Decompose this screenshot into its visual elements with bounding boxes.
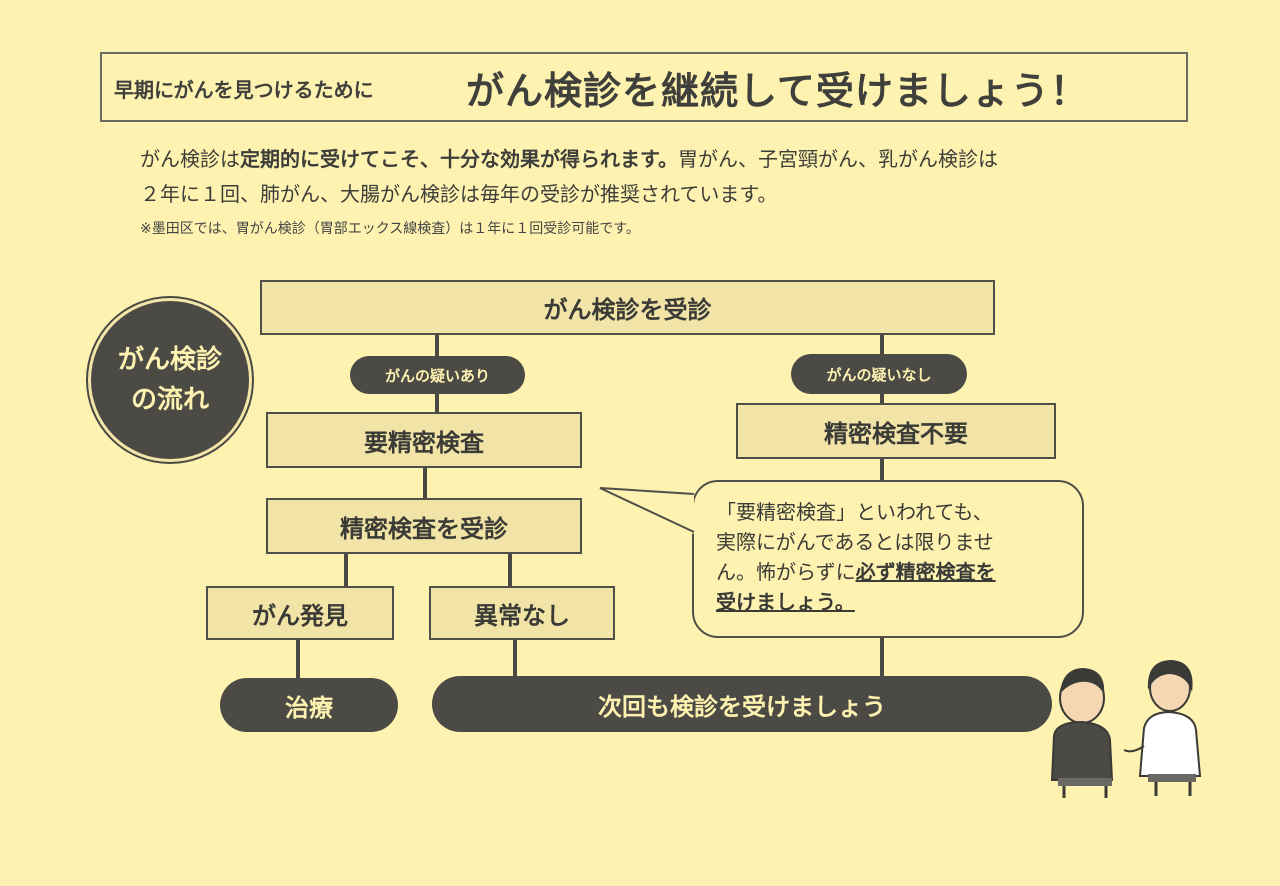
page-title: がん検診を継続して受けましょう！ bbox=[466, 69, 1089, 113]
connector bbox=[513, 640, 517, 678]
connector bbox=[435, 394, 439, 414]
pill-next-screening: 次回も検診を受けましょう bbox=[432, 676, 1052, 732]
doctor-icon bbox=[1123, 660, 1202, 796]
connector bbox=[296, 640, 300, 680]
bubble-line-4: 受けましょう。 bbox=[716, 590, 855, 614]
flow-badge-line-1: がん検診 bbox=[117, 345, 222, 375]
patient-icon bbox=[1050, 668, 1114, 798]
connector bbox=[344, 554, 348, 588]
flow-badge-line-2: の流れ bbox=[130, 385, 209, 415]
title-frame bbox=[100, 52, 1188, 122]
connector bbox=[880, 394, 884, 404]
title-lead: 早期にがんを見つけるために bbox=[114, 78, 374, 102]
bubble-line-3: ん。怖がらずに必ず精密検査を bbox=[716, 560, 996, 584]
pill-suspected: がんの疑いあり bbox=[350, 356, 525, 394]
pill-not-suspected: がんの疑いなし bbox=[791, 354, 967, 394]
connector bbox=[508, 554, 512, 588]
connector bbox=[435, 334, 439, 358]
intro-line-2: ２年に１回、肺がん、大腸がん検診は毎年の受診が推奨されています。 bbox=[140, 182, 778, 206]
box-cancer-found: がん発見 bbox=[206, 586, 394, 640]
box-detailed-not-required: 精密検査不要 bbox=[736, 403, 1056, 459]
connector bbox=[880, 638, 884, 678]
box-no-abnormality: 異常なし bbox=[429, 586, 615, 640]
speech-bubble bbox=[692, 480, 1084, 638]
box-take-screening: がん検診を受診 bbox=[260, 280, 995, 335]
box-detailed-required: 要精密検査 bbox=[266, 412, 582, 468]
bubble-text: 「要精密検査」といわれても、 実際にがんであるとは限りませ ん。怖がらずに必ず精… bbox=[716, 497, 1071, 617]
intro-line-1: がん検診は定期的に受けてこそ、十分な効果が得られます。胃がん、子宮頸がん、乳がん… bbox=[140, 147, 998, 171]
connector bbox=[423, 468, 427, 500]
connector bbox=[880, 334, 884, 356]
box-take-detailed: 精密検査を受診 bbox=[266, 498, 582, 554]
pill-treatment: 治療 bbox=[220, 678, 398, 732]
flow-badge: がん検診 の流れ bbox=[88, 298, 252, 462]
speech-bubble-tail bbox=[599, 487, 695, 534]
patient-doctor-illustration bbox=[1050, 660, 1202, 798]
bubble-line-1: 「要精密検査」といわれても、 bbox=[716, 500, 993, 524]
intro-note: ※墨田区では、胃がん検診（胃部エックス線検査）は１年に１回受診可能です。 bbox=[140, 221, 640, 237]
bubble-line-2: 実際にがんであるとは限りませ bbox=[716, 530, 994, 554]
connector bbox=[880, 458, 884, 482]
